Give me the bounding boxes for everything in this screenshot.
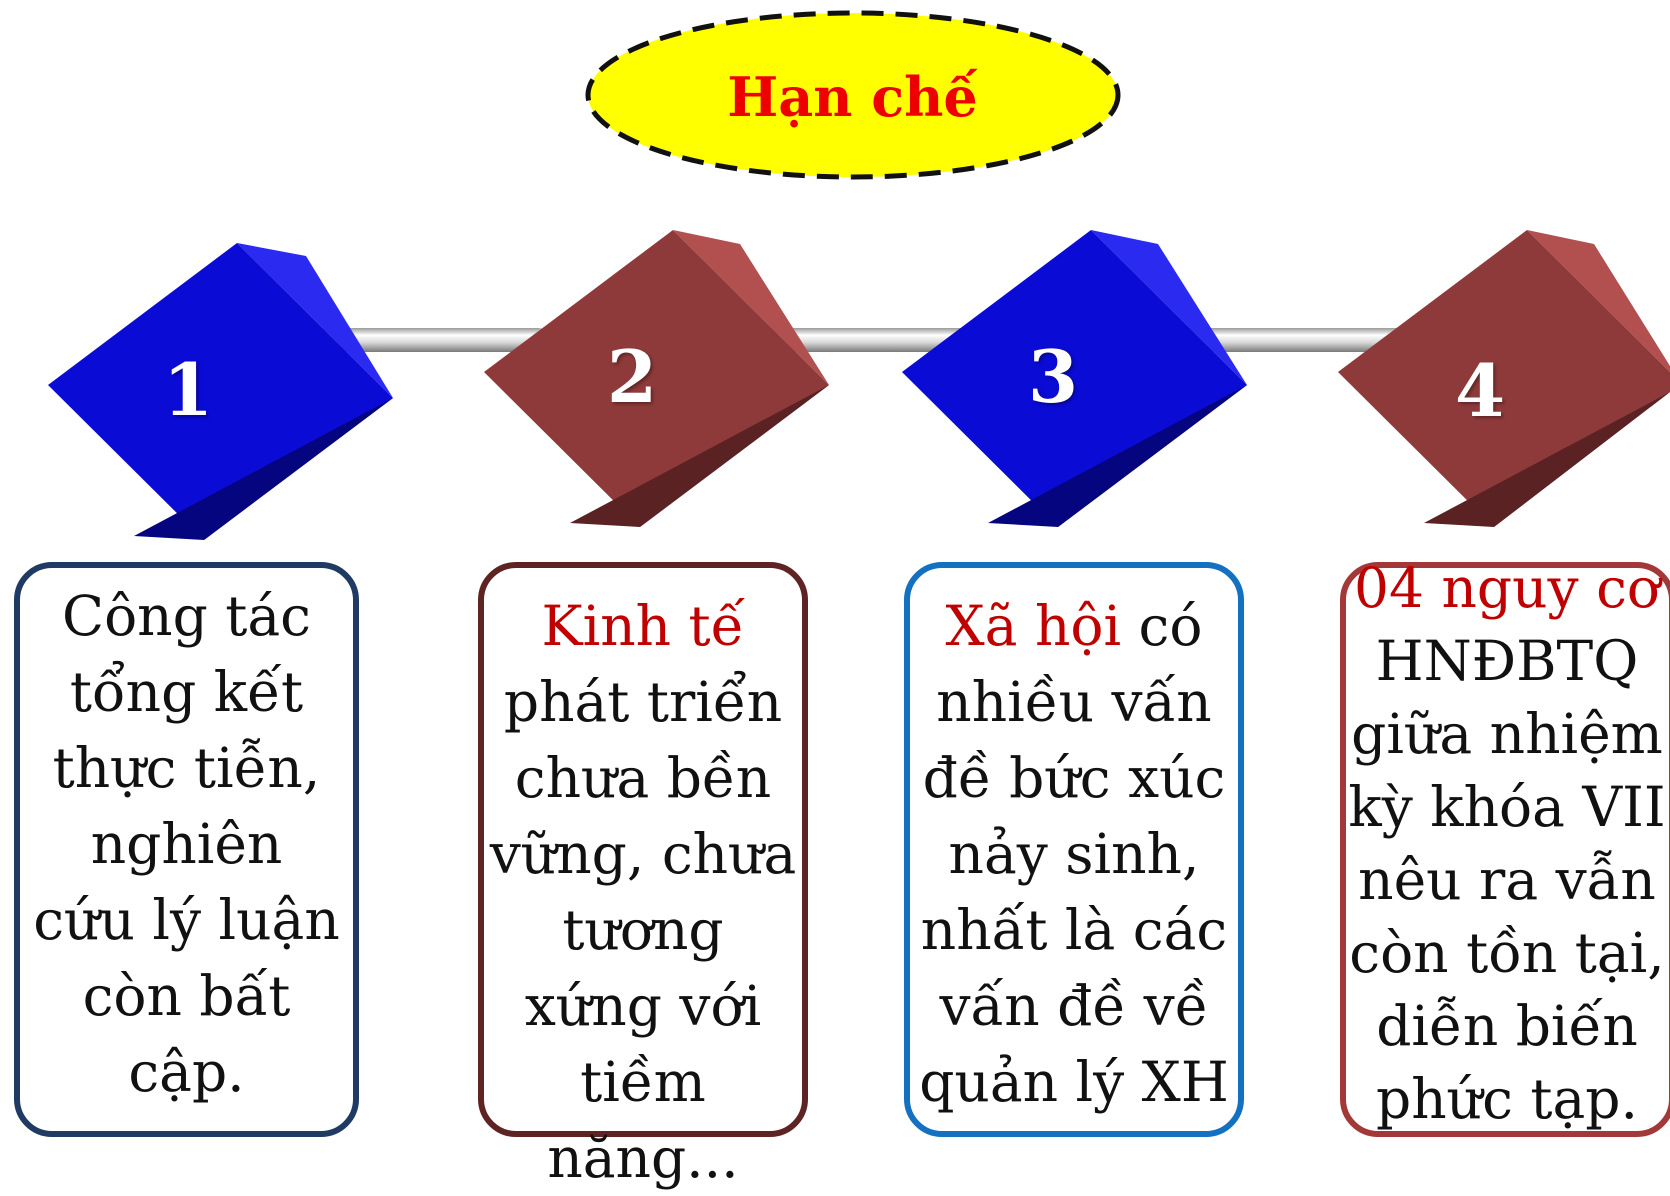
- card-4-line: giữa nhiệm: [1351, 702, 1663, 766]
- card-3-line: đề bức xúc: [922, 746, 1226, 810]
- card-3: [904, 562, 1244, 1137]
- card-2-line: tương: [562, 898, 724, 962]
- title-ellipse: [585, 10, 1121, 180]
- card-4-line: diễn biến: [1376, 994, 1638, 1058]
- card-2: [478, 562, 808, 1137]
- card-4-line: kỳ khóa VII: [1348, 775, 1666, 839]
- card-3-first-line-rest: có: [1121, 594, 1203, 658]
- card-1-line: thực tiễn,: [52, 736, 321, 800]
- card-3-line: nhất là các: [920, 898, 1228, 962]
- cube-3: [902, 230, 1247, 527]
- cube-number-4: 4: [1454, 348, 1506, 433]
- card-4-line: còn tồn tại,: [1349, 921, 1665, 985]
- card-2-line: vững, chưa: [489, 822, 797, 886]
- card-2-line: chưa bền: [514, 746, 772, 810]
- connector-bar-2-3: [745, 328, 985, 352]
- card-1-line: tổng kết: [69, 660, 304, 724]
- card-3-line: nhiều vấn: [936, 670, 1212, 734]
- card-1-line: Công tác: [61, 584, 311, 648]
- card-4-line: nêu ra vẫn: [1358, 848, 1656, 912]
- card-3-first-line: Xã hội có: [904, 588, 1244, 664]
- card-2-line: phát triển: [503, 670, 783, 734]
- card-3-highlight: Xã hội: [945, 594, 1122, 658]
- cube-2: [484, 230, 829, 527]
- card-2-highlight: Kinh tế: [541, 594, 745, 658]
- cube-1: [48, 243, 393, 540]
- card-1-line: còn bất: [82, 964, 291, 1028]
- card-3-text: Xã hội có nhiều vấn đề bức xúc nảy sinh,…: [904, 588, 1244, 1120]
- card-1-line: cập.: [128, 1040, 245, 1104]
- cube-number-1: 1: [162, 347, 214, 432]
- card-1-text: Công tác tổng kết thực tiễn, nghiên cứu …: [14, 578, 359, 1110]
- card-3-line: nảy sinh,: [948, 822, 1200, 886]
- card-2-line: tiềm: [580, 1050, 706, 1114]
- card-4: [1340, 562, 1670, 1137]
- card-1-line: nghiên: [90, 812, 283, 876]
- connector-bar-1-2: [310, 328, 550, 352]
- card-3-line: vấn đề về: [939, 974, 1209, 1038]
- cube-number-2: 2: [606, 334, 658, 419]
- cube-number-3: 3: [1027, 334, 1079, 419]
- card-4-line: HNĐBTQ: [1375, 629, 1639, 693]
- card-4-highlight: 04 nguy cơ: [1354, 556, 1660, 620]
- card-2-line: năng...: [547, 1126, 739, 1190]
- cube-4: [1338, 230, 1670, 527]
- card-4-line: phức tạp.: [1376, 1067, 1638, 1131]
- diagram-title: Hạn chế: [727, 65, 978, 129]
- card-3-line: quản lý XH: [919, 1050, 1229, 1114]
- card-1-line: cứu lý luận: [33, 888, 340, 952]
- card-2-line: xứng với: [524, 974, 762, 1038]
- card-4-text: 04 nguy cơ HNĐBTQ giữa nhiệm kỳ khóa VII…: [1342, 552, 1670, 1136]
- card-2-text: Kinh tế phát triển chưa bền vững, chưa t…: [468, 588, 818, 1196]
- connector-bar-3-4: [1180, 328, 1420, 352]
- card-1: [14, 562, 359, 1137]
